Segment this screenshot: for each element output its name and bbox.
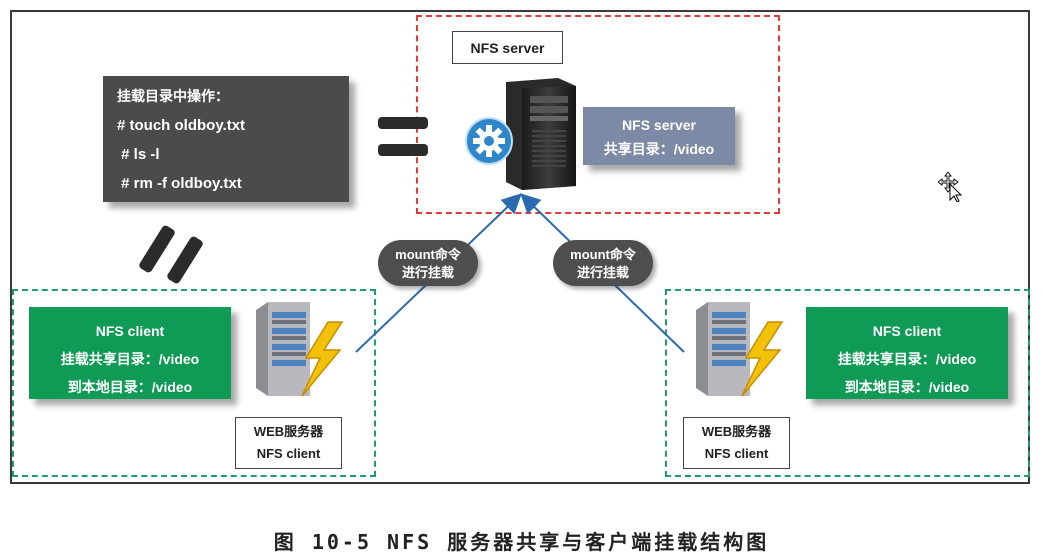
web-server-right-line1: WEB服务器: [701, 424, 772, 439]
client-zone-right: [665, 289, 1030, 477]
server-info-title: NFS server: [622, 117, 696, 133]
mount-pill-right-line1: mount命令: [570, 247, 636, 262]
web-server-right-line2: NFS client: [704, 446, 769, 461]
nfs-server-label: NFS server: [452, 31, 563, 64]
web-server-left-line1: WEB服务器: [253, 424, 324, 439]
client-right-local: 到本地目录：/video: [844, 379, 970, 395]
command-touch: # touch oldboy.txt: [117, 117, 246, 134]
client-right-mount: 挂载共享目录：/video: [837, 351, 977, 367]
client-left-title: NFS client: [95, 323, 165, 339]
client-info-right: NFS client 挂载共享目录：/video 到本地目录：/video: [806, 307, 1008, 399]
client-left-mount: 挂载共享目录：/video: [60, 351, 200, 367]
client-info-left: NFS client 挂载共享目录：/video 到本地目录：/video: [29, 307, 231, 399]
command-box: 挂载目录中操作： # touch oldboy.txt # ls -l # rm…: [103, 76, 349, 202]
move-cursor-icon: [938, 172, 963, 202]
command-ls: # ls -l: [117, 146, 160, 163]
web-server-icon-left: [256, 302, 344, 397]
server-zone: [416, 15, 780, 214]
command-heading: 挂载目录中操作：: [117, 88, 229, 104]
figure-caption: 图 10-5 NFS 服务器共享与客户端挂载结构图: [273, 530, 770, 554]
mount-pill-left-line1: mount命令: [395, 247, 461, 262]
gear-icon: [465, 117, 513, 165]
web-server-icon-right: [696, 302, 784, 397]
server-tower-icon: [506, 78, 576, 190]
web-server-label-right: WEB服务器 NFS client: [683, 417, 790, 469]
client-right-title: NFS client: [872, 323, 942, 339]
mount-pill-left-line2: 进行挂载: [401, 265, 454, 280]
client-left-local: 到本地目录：/video: [67, 379, 193, 395]
web-server-label-left: WEB服务器 NFS client: [235, 417, 342, 469]
mount-pill-right-line2: 进行挂载: [576, 265, 629, 280]
mount-pill-left: mount命令 进行挂载: [378, 240, 478, 286]
web-server-left-line2: NFS client: [256, 446, 321, 461]
command-rm: # rm -f oldboy.txt: [117, 175, 242, 192]
equals-bar-top: [378, 117, 428, 129]
client-zone-left: [12, 289, 376, 477]
equals-bar-bottom: [378, 144, 428, 156]
mount-pill-right: mount命令 进行挂载: [553, 240, 653, 286]
server-info-box: NFS server 共享目录：/video: [583, 107, 735, 165]
server-info-share: 共享目录：/video: [603, 141, 715, 157]
